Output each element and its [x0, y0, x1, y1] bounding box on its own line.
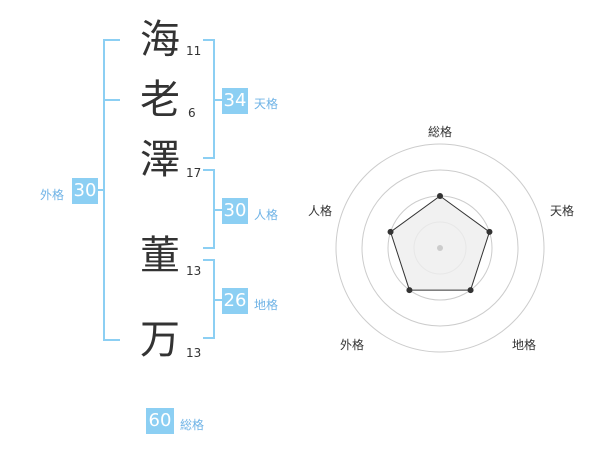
radar-ring-4: [335, 143, 545, 353]
radar-point-3: [467, 287, 474, 294]
tenkaku-label: 天格: [254, 97, 279, 111]
name-char-4: 董: [140, 233, 180, 279]
stroke-count-2: 6: [188, 106, 196, 120]
gaikaku-label: 外格: [40, 188, 65, 202]
stroke-count-3: 17: [186, 166, 202, 180]
radar-label-tenkaku: 天格: [550, 204, 575, 218]
radar-center-dot: [437, 245, 443, 251]
tenkaku-value-badge: 34: [222, 88, 248, 114]
name-char-5: 万: [140, 317, 180, 363]
radar-label-gaikaku: 外格: [340, 338, 365, 352]
name-char-2: 老: [140, 77, 180, 123]
soukaku-value-badge: 60: [146, 408, 174, 434]
radar-label-chikaku: 地格: [512, 338, 537, 352]
stroke-count-1: 11: [186, 44, 202, 58]
radar-label-jinkaku: 人格: [308, 204, 333, 218]
chikaku-value-badge: 26: [222, 288, 248, 314]
radar-point-1: [437, 193, 443, 199]
radar-label-soukaku: 総格: [428, 125, 453, 139]
radar-ring-3: [361, 169, 519, 327]
jinkaku-value-badge: 30: [222, 198, 248, 224]
stroke-count-4: 13: [186, 264, 202, 278]
gaikaku-value-badge: 30: [72, 178, 98, 204]
radar-point-2: [486, 228, 493, 235]
radar-polygon: [389, 195, 491, 291]
name-char-3: 澤: [140, 137, 180, 183]
radar-point-5: [387, 228, 394, 235]
chikaku-label: 地格: [254, 298, 279, 312]
soukaku-label: 総格: [180, 418, 205, 432]
jinkaku-label: 人格: [254, 208, 279, 222]
stroke-count-5: 13: [186, 346, 202, 360]
name-char-1: 海: [140, 17, 180, 63]
radar-point-4: [406, 287, 413, 294]
